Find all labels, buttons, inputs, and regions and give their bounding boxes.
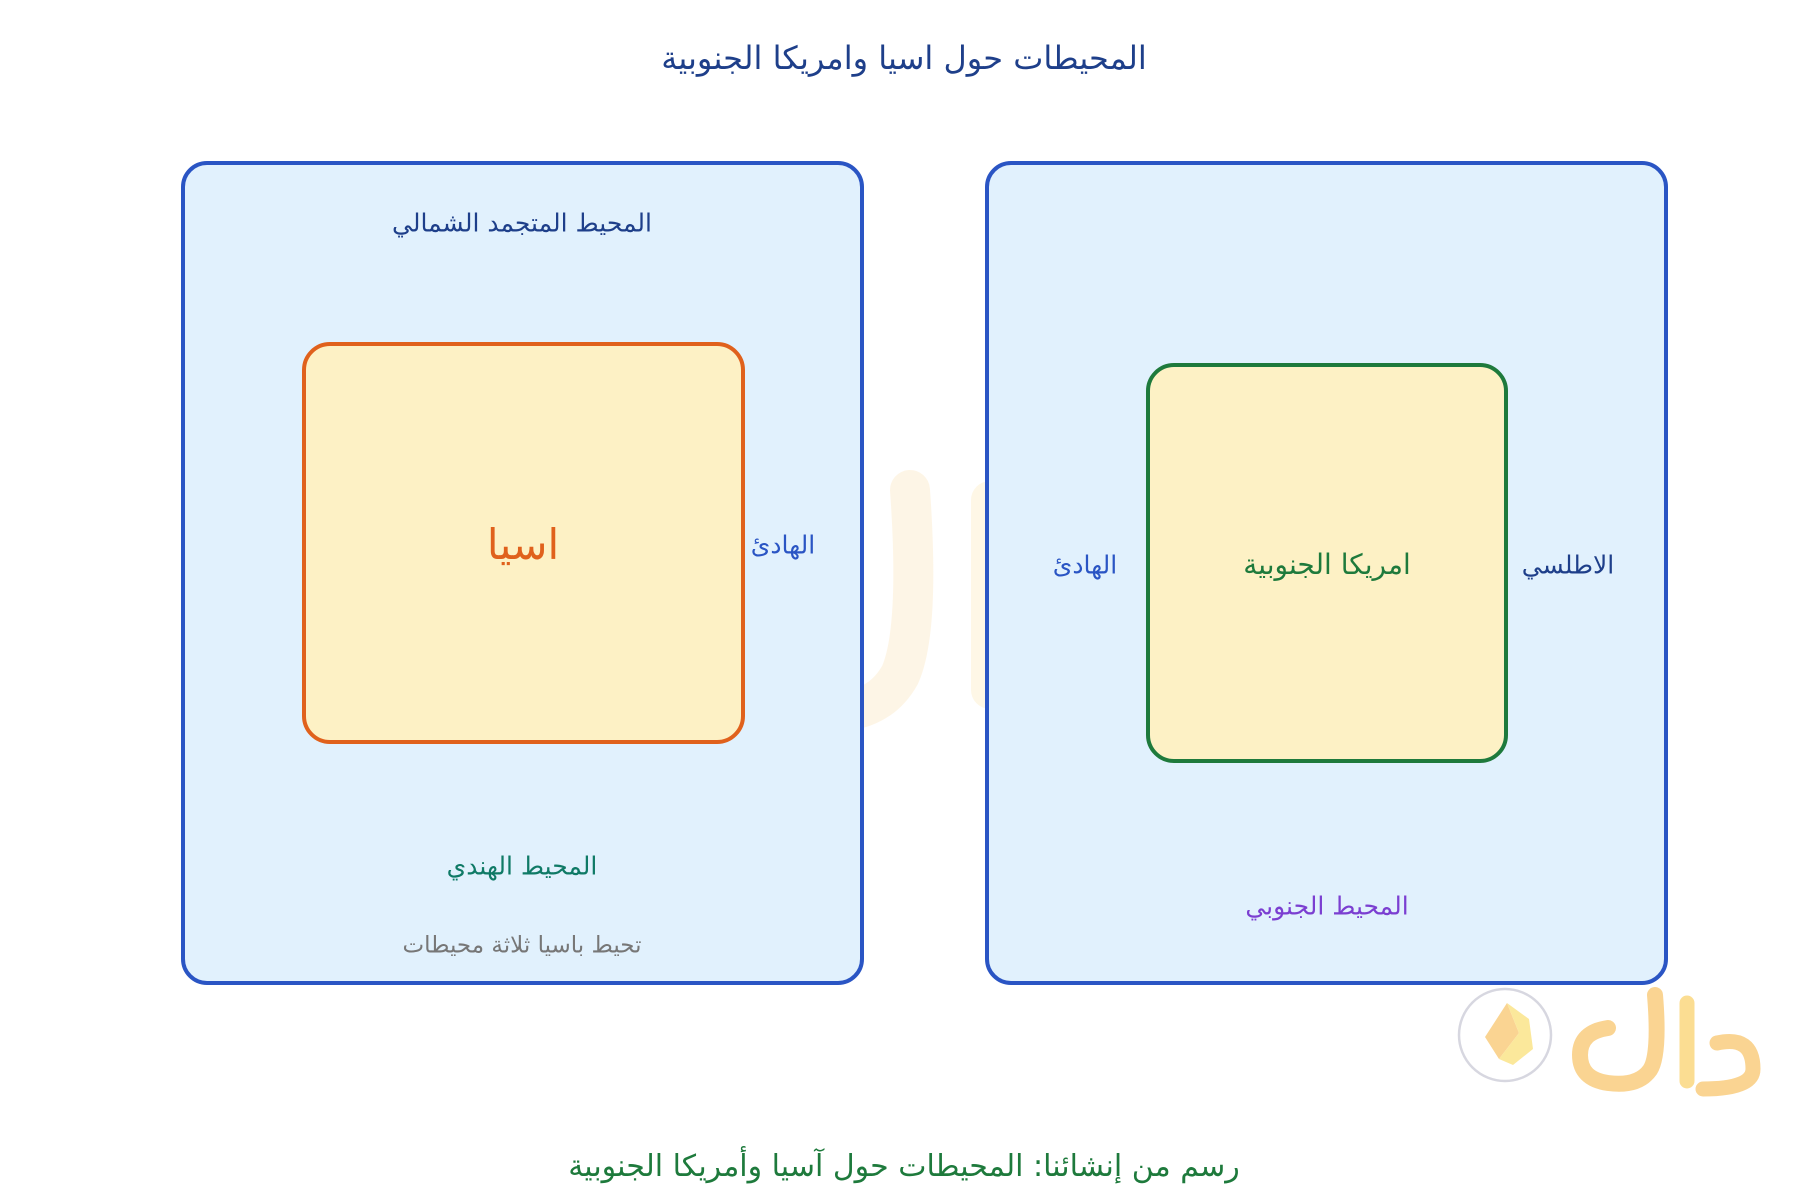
footer-caption: رسم من إنشائنا: المحيطات حول آسيا وأمريك… xyxy=(568,1149,1240,1184)
asia-continent-box xyxy=(302,342,745,744)
asia-continent-label: اسيا xyxy=(486,520,560,569)
watermark-logo-corner: حلول xyxy=(1455,985,1765,1105)
indian-ocean-label: المحيط الهندي xyxy=(446,851,598,881)
southern-ocean-label: المحيط الجنوبي xyxy=(1245,891,1409,921)
asia-caption: تحيط باسيا ثلاثة محيطات xyxy=(402,932,642,959)
diagram-title: المحيطات حول اسيا وامريكا الجنوبية xyxy=(661,39,1147,77)
atlantic-ocean-label: الاطلسي xyxy=(1521,550,1615,580)
watermark-logo-corner-graphic xyxy=(1457,987,1761,1097)
sa-pacific-ocean-label: الهادئ xyxy=(1052,550,1118,580)
asia-pacific-ocean-label: الهادئ xyxy=(750,530,816,560)
arctic-ocean-label: المحيط المتجمد الشمالي xyxy=(392,208,652,238)
south-america-continent-box xyxy=(1146,363,1508,763)
south-america-continent-label: امريكا الجنوبية xyxy=(1243,548,1411,581)
